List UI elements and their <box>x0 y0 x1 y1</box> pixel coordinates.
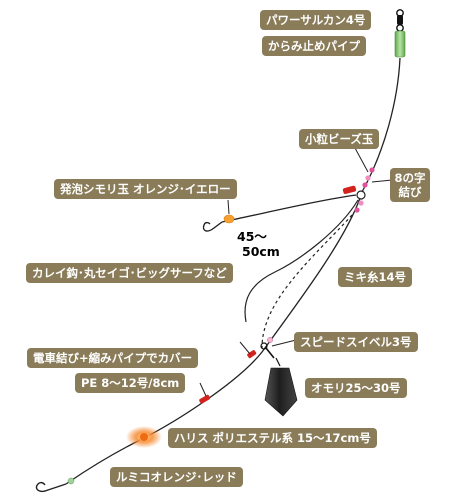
speed-swivel-icon <box>260 337 275 359</box>
float-bead-label: 発泡シモリ玉 オレンジ･イエロー <box>54 179 237 199</box>
leader-loop-solid <box>244 199 359 323</box>
weight-label: オモリ25～30号 <box>305 378 407 398</box>
sinker-icon <box>264 357 298 417</box>
upper-hook-icon <box>202 221 223 232</box>
pe-line-label: PE 8～12号/8cm <box>75 373 186 393</box>
swivel-top-label: パワーサルカン4号 <box>260 10 372 30</box>
knot-pipe-label: 電車結び+縮みパイプでカバー <box>27 348 199 368</box>
hook-types-label: カレイ鈎･丸セイゴ･ビッグサーフなど <box>26 263 233 283</box>
pointer-lines <box>199 147 393 397</box>
small-beads-label: 小粒ビーズ玉 <box>299 129 380 149</box>
stopper-pipe-icon <box>394 30 406 58</box>
knot-cover-pipe-icon <box>247 350 257 359</box>
length-label-line1: 45～ <box>237 229 267 244</box>
stopper-pipe-label: からみ止めパイプ <box>262 36 366 56</box>
figure8-label-line2: 結び <box>398 185 422 199</box>
power-swivel-icon <box>396 9 404 32</box>
figure8-knot-icon <box>356 190 366 200</box>
upper-branch-line <box>221 194 357 223</box>
figure8-label: 8の字 結び <box>390 168 430 202</box>
main-line-lower <box>65 197 361 485</box>
length-label-line2: 50cm <box>242 244 280 259</box>
branch-red-pipe-icon <box>342 185 357 195</box>
pe-red-pipe-icon <box>199 394 211 404</box>
length-dashed-line <box>261 214 353 349</box>
branch-line-label: ミキ糸14号 <box>338 267 413 287</box>
harris-label: ハリス ポリエステル系 15～17cm号 <box>168 428 377 448</box>
bottom-bead-icon <box>67 477 75 485</box>
lumico-bead-icon <box>140 433 148 441</box>
bottom-hook-icon <box>35 481 67 493</box>
float-bead-icon <box>223 214 235 224</box>
speed-swivel-label: スピードスイベル3号 <box>294 332 418 352</box>
small-beads-icon <box>354 167 375 213</box>
lumico-label: ルミコオレンジ･レッド <box>110 467 243 487</box>
figure8-label-line1: 8の字 <box>394 171 426 185</box>
